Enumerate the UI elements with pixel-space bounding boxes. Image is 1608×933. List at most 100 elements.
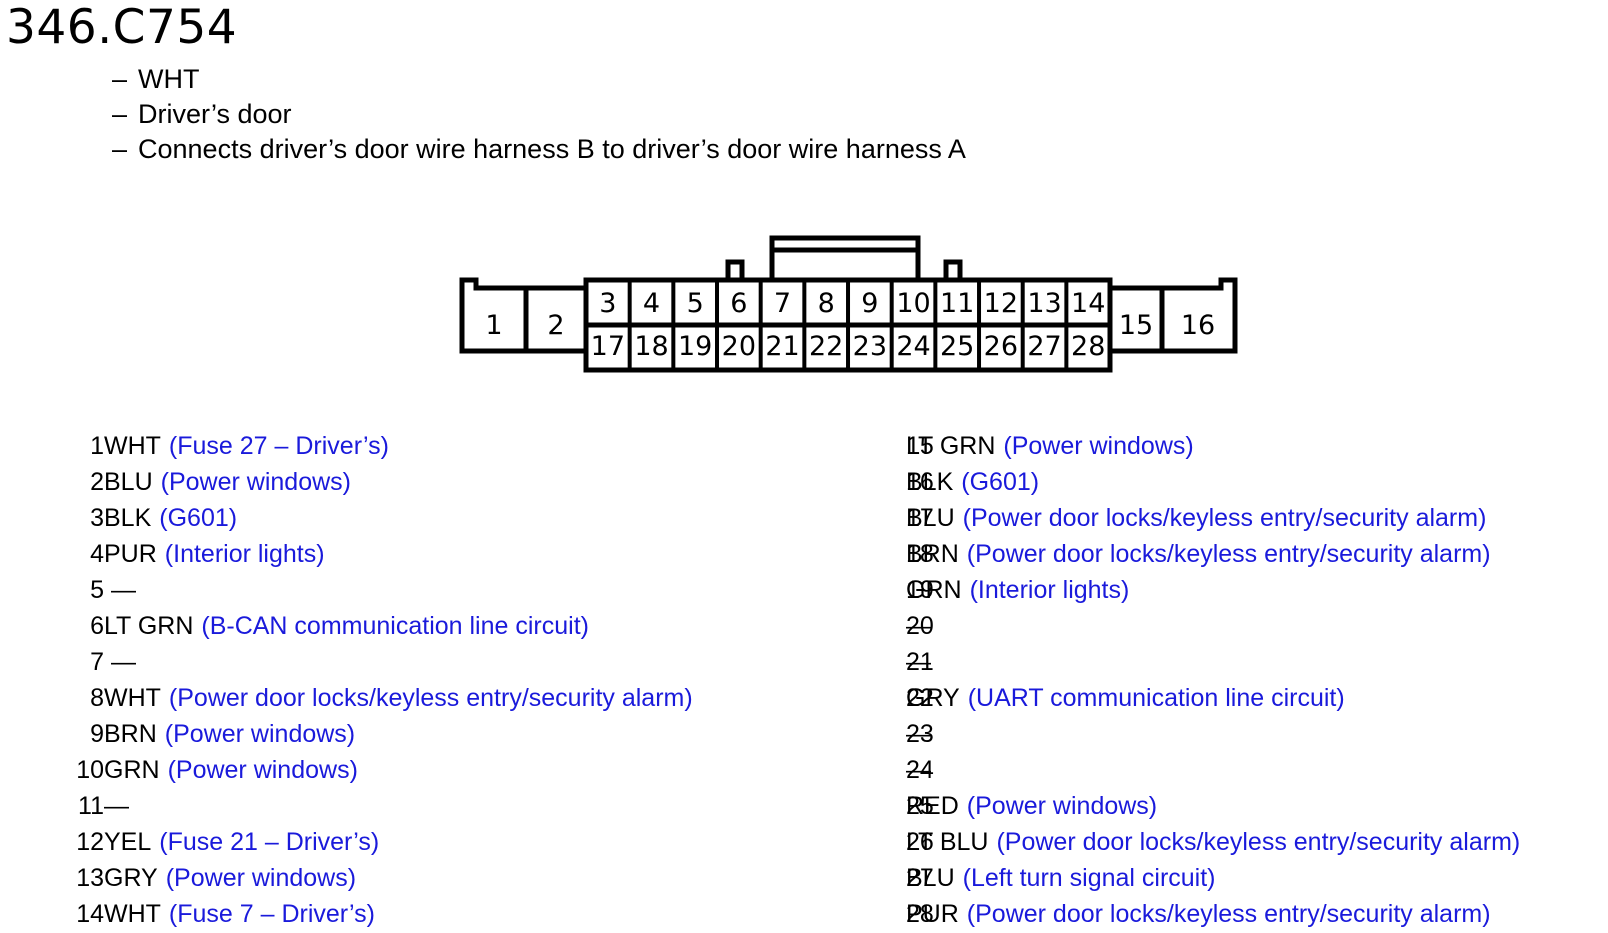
connector-key-left — [725, 259, 745, 280]
wire-color: — — [906, 756, 931, 784]
cavity-16: 16 — [1181, 310, 1215, 341]
pin-row-4: 4PUR(Interior lights) — [70, 537, 325, 571]
circuit-description: (Power windows) — [164, 720, 356, 748]
wire-color: BRN — [906, 540, 959, 568]
wire-color: — — [104, 648, 136, 676]
wire-color: RED — [906, 792, 959, 820]
circuit-description: (Power door locks/keyless entry/security… — [966, 900, 1491, 928]
connector-title: 346.C754 — [6, 0, 238, 55]
cavity-20: 20 — [722, 331, 756, 362]
pin-row-12: 12YEL(Fuse 21 – Driver’s) — [70, 825, 379, 859]
wire-color: WHT — [104, 900, 161, 928]
cavity-2: 2 — [547, 310, 564, 341]
pin-row-22: 22GRY(UART communication line circuit) — [906, 684, 1345, 712]
pin-number: 4 — [90, 540, 104, 568]
cavity-27: 27 — [1027, 331, 1061, 362]
pin-number: 11 — [78, 792, 104, 820]
cavity-5: 5 — [687, 288, 704, 319]
pin-row-2: 2BLU(Power windows) — [70, 465, 351, 499]
wire-color: — — [104, 792, 129, 820]
pin-row-27: 27BLU(Left turn signal circuit) — [906, 864, 1216, 892]
pin-number: 6 — [90, 612, 104, 640]
wire-color: WHT — [104, 684, 161, 712]
note-connection: –Connects driver’s door wire harness B t… — [112, 134, 966, 164]
pin-number: 9 — [90, 720, 104, 748]
pin-number: 12 — [76, 828, 104, 856]
wire-color: BLU — [906, 504, 955, 532]
pin-row-6: 6LT GRN(B-CAN communication line circuit… — [70, 609, 589, 643]
connector-key-right — [943, 259, 963, 280]
cavity-18: 18 — [634, 331, 668, 362]
cavity-8: 8 — [818, 288, 835, 319]
wire-color: — — [104, 576, 136, 604]
circuit-description: (Power windows) — [165, 864, 357, 892]
pin-row-24: 24— — [906, 756, 934, 784]
pin-row-15: 15LT GRN(Power windows) — [906, 432, 1194, 460]
pin-row-16: 16BLK(G601) — [906, 468, 1040, 496]
cavity-24: 24 — [896, 331, 930, 362]
wire-color: — — [906, 720, 931, 748]
wire-color: PUR — [906, 900, 959, 928]
wire-color: WHT — [104, 432, 161, 460]
pin-row-17: 17BLU(Power door locks/keyless entry/sec… — [906, 504, 1487, 532]
cavity-26: 26 — [984, 331, 1018, 362]
wire-color: LT GRN — [906, 432, 996, 460]
pin-row-9: 9BRN(Power windows) — [70, 717, 355, 751]
wire-color: GRY — [104, 864, 158, 892]
pin-row-28: 28PUR(Power door locks/keyless entry/sec… — [906, 900, 1491, 928]
pin-number: 13 — [76, 864, 104, 892]
circuit-description: (B-CAN communication line circuit) — [201, 612, 589, 640]
pin-row-3: 3BLK(G601) — [70, 501, 237, 535]
circuit-description: (UART communication line circuit) — [967, 684, 1345, 712]
cavity-1: 1 — [485, 310, 502, 341]
circuit-description: (Power windows) — [160, 468, 351, 496]
cavity-11: 11 — [940, 288, 974, 319]
wire-color: GRY — [906, 684, 960, 712]
circuit-description: (Left turn signal circuit) — [962, 864, 1216, 892]
wire-color: GRN — [906, 576, 962, 604]
cavity-21: 21 — [765, 331, 799, 362]
pin-row-8: 8WHT(Power door locks/keyless entry/secu… — [70, 681, 693, 715]
pin-number: 2 — [90, 468, 104, 496]
pin-row-1: 1WHT(Fuse 27 – Driver’s) — [70, 429, 389, 463]
pin-number: 14 — [76, 900, 104, 928]
pin-number: 8 — [90, 684, 104, 712]
cavity-12: 12 — [984, 288, 1018, 319]
circuit-description: (Power door locks/keyless entry/security… — [996, 828, 1521, 856]
circuit-description: (Fuse 21 – Driver’s) — [159, 828, 380, 856]
cavity-13: 13 — [1027, 288, 1061, 319]
circuit-description: (G601) — [961, 468, 1040, 496]
circuit-description: (Interior lights) — [969, 576, 1130, 604]
pin-row-5: 5 — — [70, 573, 136, 607]
wire-color: — — [906, 612, 931, 640]
wire-color: LT GRN — [104, 612, 194, 640]
pin-number: 1 — [90, 432, 104, 460]
pin-row-23: 23— — [906, 720, 934, 748]
connector-notes: –WHT –Driver’s door –Connects driver’s d… — [112, 62, 966, 167]
connector-latch — [769, 235, 921, 280]
cavity-28: 28 — [1071, 331, 1105, 362]
cavity-17: 17 — [591, 331, 625, 362]
circuit-description: (Fuse 27 – Driver’s) — [168, 432, 389, 460]
circuit-description: (Interior lights) — [164, 540, 325, 568]
cavity-23: 23 — [853, 331, 887, 362]
wire-color: BLK — [906, 468, 954, 496]
circuit-description: (Power windows) — [1003, 432, 1194, 460]
wire-color: BLU — [104, 468, 153, 496]
cavity-25: 25 — [940, 331, 974, 362]
wire-color: PUR — [104, 540, 157, 568]
pin-row-10: 10GRN(Power windows) — [70, 753, 358, 787]
pin-row-13: 13GRY(Power windows) — [70, 861, 356, 895]
wire-color: GRN — [104, 756, 160, 784]
wire-color: — — [906, 648, 931, 676]
wire-color: BLU — [906, 864, 955, 892]
pin-row-18: 18BRN(Power door locks/keyless entry/sec… — [906, 540, 1491, 568]
wire-color: LT BLU — [906, 828, 989, 856]
circuit-description: (Power windows) — [167, 756, 358, 784]
cavity-6: 6 — [730, 288, 747, 319]
circuit-description: (Power door locks/keyless entry/security… — [168, 684, 693, 712]
pin-number: 7 — [90, 648, 104, 676]
cavity-4: 4 — [643, 288, 660, 319]
wire-color: BRN — [104, 720, 157, 748]
